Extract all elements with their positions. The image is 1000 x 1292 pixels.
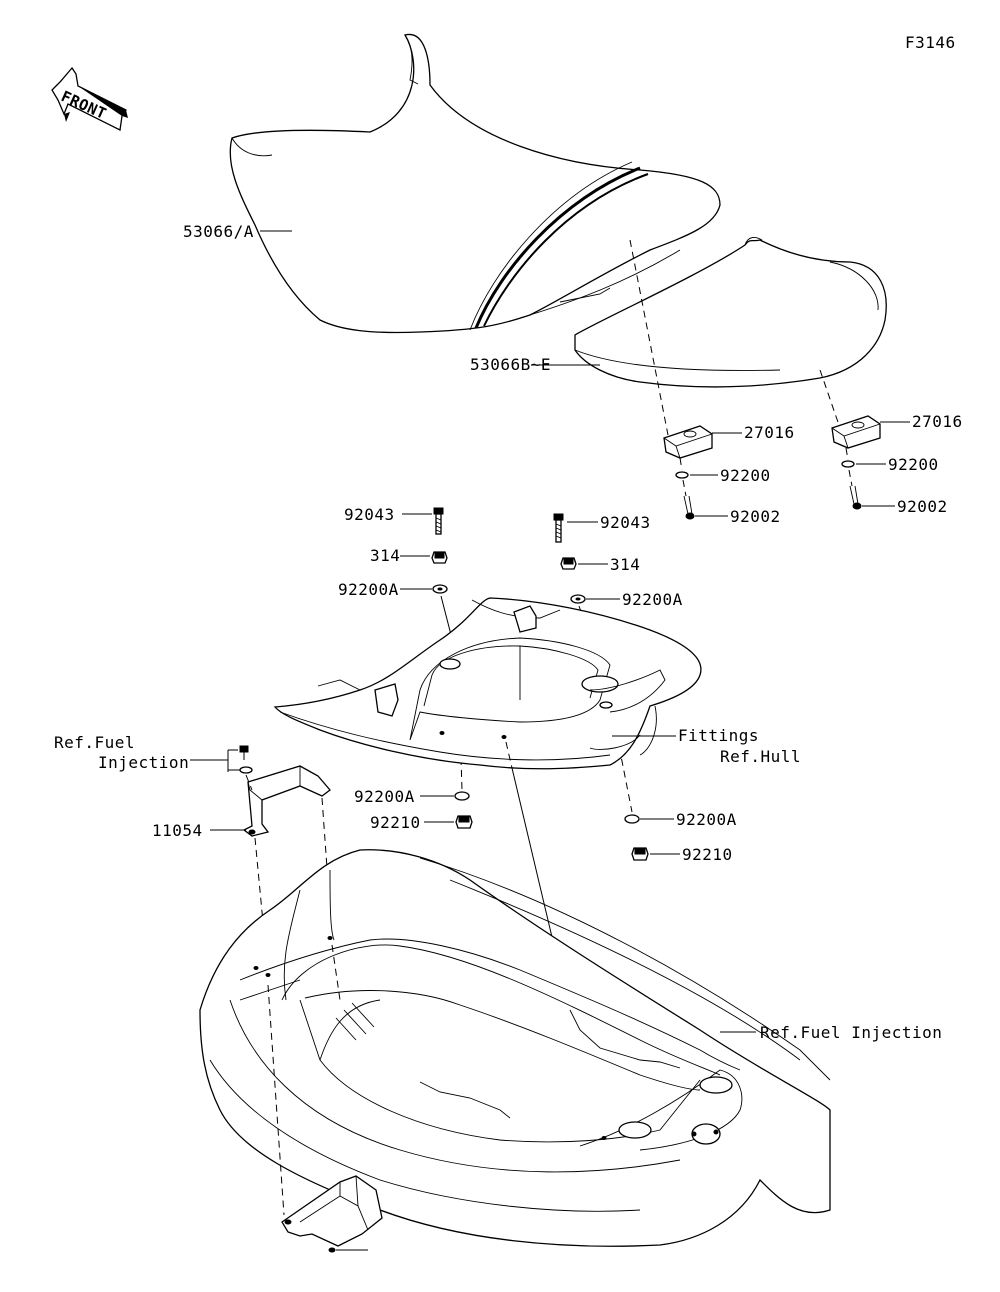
label-53066a: 53066/A <box>183 222 254 241</box>
fuel-injection-bracket-bottom <box>281 1175 383 1253</box>
label-92200a-bottom-left: 92200A <box>354 787 415 806</box>
label-11054: 11054 <box>152 821 203 840</box>
label-92043-right: 92043 <box>600 513 651 532</box>
washer-92200a-bottom-right <box>624 814 640 824</box>
hull <box>199 849 831 1247</box>
washer-92200-left <box>675 471 689 479</box>
bracket-11054 <box>242 765 331 837</box>
hull-rear-fittings-frame <box>273 597 702 770</box>
label-ref-fuel-2: Injection <box>98 753 189 772</box>
bolt-92043-left <box>433 507 444 535</box>
bolt-92043-right <box>553 513 564 543</box>
figure-code: F3146 <box>905 33 956 52</box>
label-92002-left: 92002 <box>730 507 781 526</box>
front-arrow-icon: FRONT <box>51 66 128 131</box>
nut-314-left <box>431 551 448 564</box>
stopper-right <box>831 415 881 449</box>
label-92200-right: 92200 <box>888 455 939 474</box>
front-seat <box>229 33 721 334</box>
bolt-92002-right <box>848 469 862 510</box>
washer-92200a-bottom-left <box>454 791 470 801</box>
label-ref-hull: Ref.Fuel Injection <box>760 1023 942 1042</box>
label-92043-left: 92043 <box>344 505 395 524</box>
screw-ref-fuel <box>239 745 253 774</box>
label-92210-left: 92210 <box>370 813 421 832</box>
bolt-92002-left <box>682 479 695 520</box>
label-92200a-bottom-right: 92200A <box>676 810 737 829</box>
nut-314-right <box>560 557 577 570</box>
label-92002-right: 92002 <box>897 497 948 516</box>
stopper-left <box>663 425 713 459</box>
label-92210-right: 92210 <box>682 845 733 864</box>
label-92200a-top-right: 92200A <box>622 590 683 609</box>
label-314-left: 314 <box>370 546 400 565</box>
label-92200a-top-left: 92200A <box>338 580 399 599</box>
label-ref-hull-rear-2: Ref.Hull <box>720 747 801 766</box>
label-27016-left: 27016 <box>744 423 795 442</box>
nut-92210-left <box>455 815 473 829</box>
label-ref-hull-rear-1: Fittings <box>678 726 759 745</box>
label-ref-fuel-1: Ref.Fuel <box>54 733 135 752</box>
washer-92200-right <box>841 460 855 468</box>
label-27016-right: 27016 <box>912 412 963 431</box>
label-53066b-e: 53066B~E <box>470 355 551 374</box>
label-92200-left: 92200 <box>720 466 771 485</box>
rear-seat <box>574 237 887 388</box>
label-314-right: 314 <box>610 555 640 574</box>
nut-92210-right <box>631 847 649 861</box>
